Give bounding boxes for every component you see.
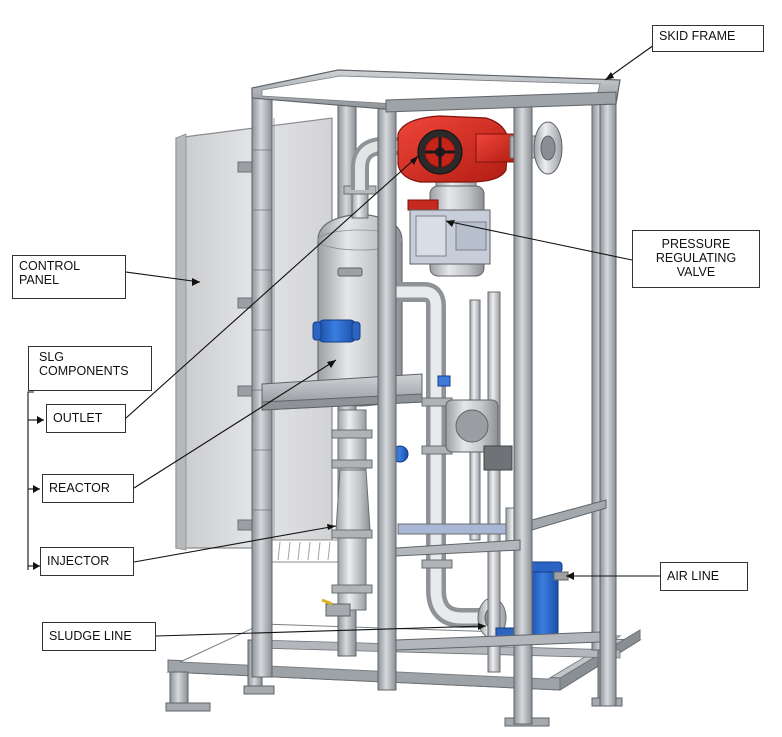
label-control-panel: CONTROL PANEL	[12, 255, 126, 299]
leader-arrowheads	[33, 72, 614, 630]
label-pressure-regulating-valve: PRESSURE REGULATING VALVE	[632, 230, 760, 288]
label-air-line-text: AIR LINE	[667, 569, 720, 583]
label-outlet: OUTLET	[46, 404, 126, 433]
label-prv-line2: REGULATING	[655, 251, 737, 265]
valve-actuator	[437, 375, 513, 471]
label-injector-text: INJECTOR	[47, 554, 110, 568]
label-reactor: REACTOR	[42, 474, 134, 503]
red-valve	[397, 115, 563, 199]
label-injector: INJECTOR	[40, 547, 134, 576]
label-slg-components-line1: SLG	[39, 350, 65, 364]
label-prv-line3: VALVE	[676, 265, 716, 279]
label-outlet-text: OUTLET	[53, 411, 103, 425]
label-slg-components-line2: COMPONENTS	[39, 364, 129, 378]
label-control-panel-line1: CONTROL	[19, 259, 81, 273]
skid-frame-front	[251, 69, 621, 725]
label-prv-line1: PRESSURE	[661, 237, 731, 251]
injector-assembly	[321, 409, 409, 617]
label-sludge-line: SLUDGE LINE	[42, 622, 156, 651]
label-sludge-line-text: SLUDGE LINE	[49, 629, 132, 643]
label-air-line: AIR LINE	[660, 562, 748, 591]
label-skid-frame: SKID FRAME	[652, 25, 764, 52]
air-line-filter	[495, 561, 569, 646]
label-skid-frame-text: SKID FRAME	[659, 29, 736, 43]
pressure-regulating-valve-body	[407, 185, 491, 277]
label-control-panel-line2: PANEL	[19, 273, 60, 287]
label-slg-components: SLG COMPONENTS	[28, 346, 152, 391]
label-reactor-text: REACTOR	[49, 481, 110, 495]
